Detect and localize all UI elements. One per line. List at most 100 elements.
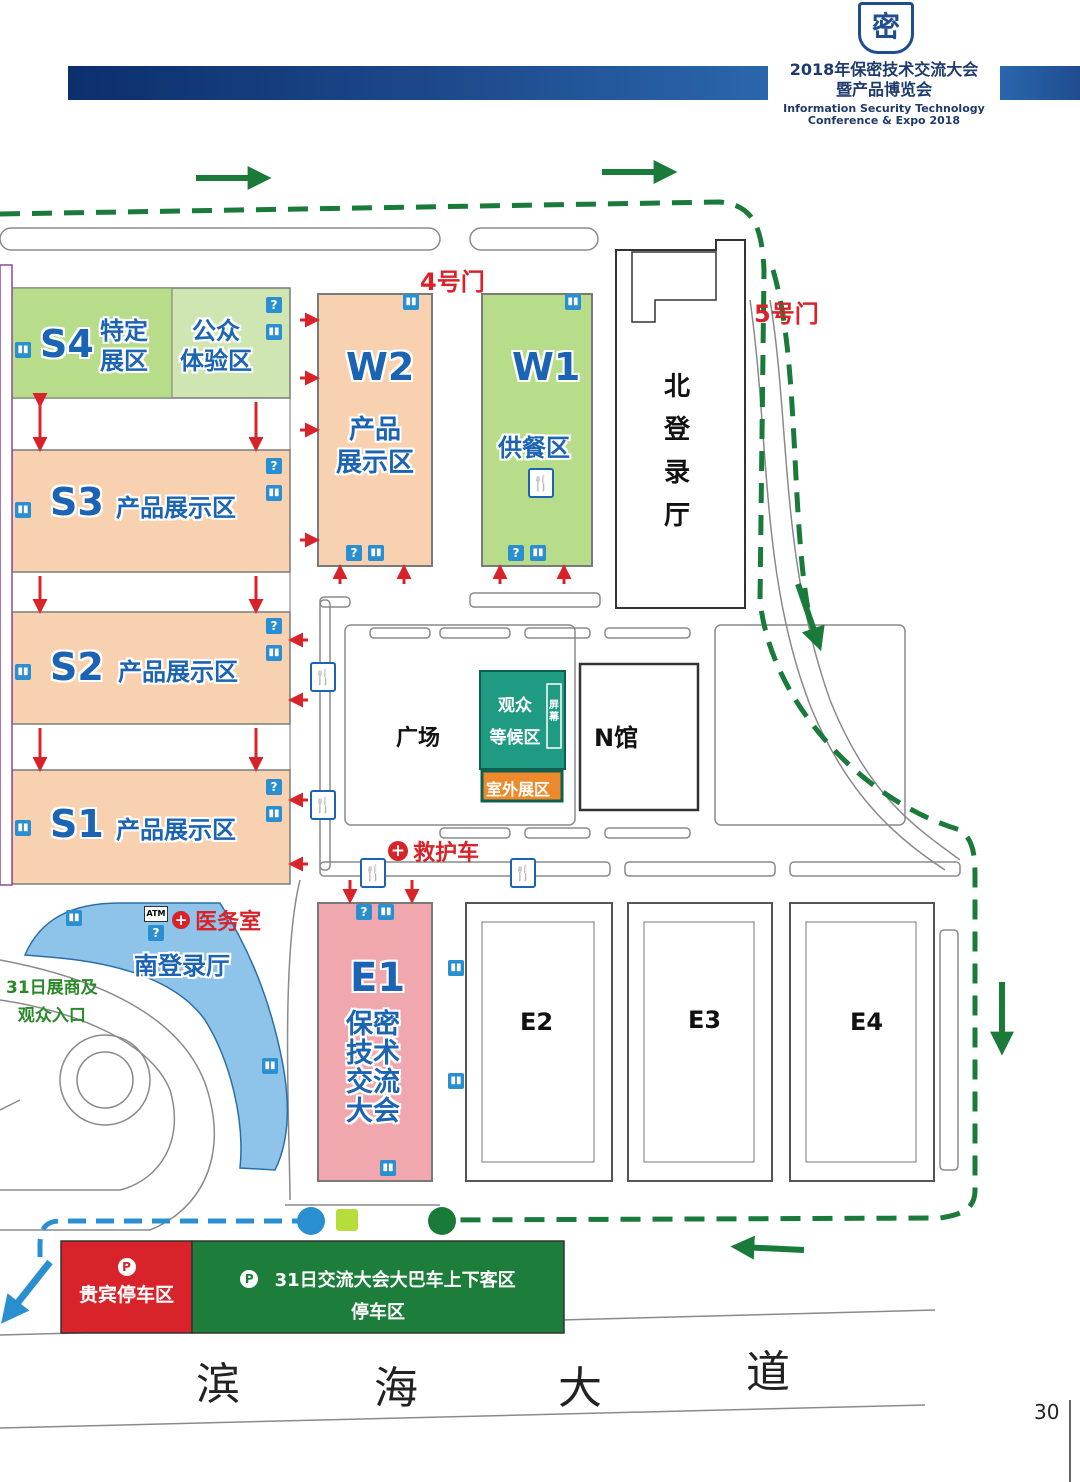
w1-food-icon: 🍴 [528,468,554,498]
n-hall [578,662,700,812]
south-registration-hall [23,902,289,1171]
blue-route-dot [297,1207,325,1235]
w1-hall [481,293,593,567]
north-registration-label: 北 登 录 厅 [664,372,691,531]
atm-label: ATM [146,909,166,918]
gate5-label: 5号门 [754,300,819,328]
north-registration-building [615,239,746,609]
restroom-icon: ▮▮ [266,324,282,340]
info-icon: ? [266,297,282,313]
screen-label: 屏幕 [549,700,559,723]
stadium-area [0,959,216,1231]
w1-code: W1 [512,345,581,389]
w1-zone: 供餐区 [498,434,570,462]
s1-code: S1 [50,802,104,846]
bus-parking-area [191,1240,565,1334]
medical-label: 医务室 [195,910,262,935]
page-number: 30 [1034,1400,1060,1424]
parking-icon: P [117,1258,136,1276]
blue-route [37,1218,310,1260]
road-char-1: 滨 [196,1359,240,1410]
restroom-icon: ▮▮ [448,960,464,976]
logo: 密 [858,2,914,54]
restroom-icon: ▮▮ [380,1160,396,1176]
restroom-icon: ▮▮ [15,502,31,518]
atm-icon: ATM [144,906,168,922]
logo-glyph: 密 [871,10,900,43]
food-icon: 🍴 [310,790,336,820]
w2-zone: 产品 展示区 [336,415,415,478]
s4-code: S4 [40,322,94,366]
w2-hall [317,293,433,567]
road-char-4: 道 [746,1347,790,1398]
bus-icon [336,1209,358,1231]
info-icon: ? [266,618,282,634]
n-hall-code: N馆 [594,724,639,752]
bus-parking-label-2: 停车区 [351,1302,405,1323]
exhibitor-entrance-label: 31日展商及 观众入口 [6,978,98,1026]
parking-symbol: P [244,1272,254,1286]
parking-icon: P [240,1270,259,1288]
food-icon: 🍴 [310,662,336,692]
info-icon: ? [508,545,524,561]
header-title-en-2: Conference & Expo 2018 [807,114,961,127]
vip-parking: P 贵宾停车区 [61,1258,192,1307]
s3-code: S3 [50,480,104,524]
road-char-2: 海 [374,1363,418,1414]
waiting-area-label: 观众 等候区 [489,696,541,748]
cross-icon: + [172,911,190,929]
ambulance-label: 救护车 [413,841,480,866]
restroom-icon: ▮▮ [378,904,394,920]
restroom-icon: ▮▮ [15,664,31,680]
s4-zone-a: 特定 展区 [100,317,148,375]
bus-parking-title: P 31日交流大会大巴车上下客区 [192,1266,564,1292]
s3-zone: 产品展示区 [116,494,236,522]
restroom-icon: ▮▮ [565,294,581,310]
restroom-icon: ▮▮ [448,1073,464,1089]
header-title: 2018年保密技术交流大会 暨产品博览会 Information Securit… [770,60,998,127]
gate4-label: 4号门 [420,268,485,296]
green-route-dot [428,1207,456,1235]
restroom-icon: ▮▮ [530,545,546,561]
w2-code: W2 [346,345,415,389]
restroom-icon: ▮▮ [262,1058,278,1074]
restroom-icon: ▮▮ [15,820,31,836]
e1-hall [317,902,433,1182]
outdoor-exhibit [480,769,564,803]
info-icon: ? [266,458,282,474]
cross-icon: + [388,841,408,861]
e4-hall [789,902,935,1182]
bus-parking: P 31日交流大会大巴车上下客区 停车区 [192,1266,564,1324]
header-bar-right [1000,66,1080,100]
e3-hall [627,902,773,1182]
food-icon: 🍴 [510,858,536,888]
restroom-icon: ▮▮ [403,294,419,310]
screen-box [546,683,562,749]
s2-hall [11,611,291,725]
plaza-label: 广场 [396,726,441,751]
restroom-icon: ▮▮ [66,910,82,926]
e1-code: E1 [350,955,406,1001]
s1-hall [11,769,291,885]
e4-code: E4 [850,1008,884,1036]
header-title-cn-2: 暨产品博览会 [835,80,932,99]
parking-symbol: P [122,1260,131,1274]
green-route [0,199,978,1223]
info-icon: ? [148,925,164,941]
e2-code: E2 [520,1008,554,1036]
e2-hall [465,902,613,1182]
restroom-icon: ▮▮ [266,485,282,501]
vip-parking-area [60,1240,193,1334]
outdoor-label: 室外展区 [486,780,551,799]
e1-zone: 保密 技术 交流 大会 [346,1009,400,1127]
header-title-en-1: Information Security Technology [783,102,985,115]
s4-zone-b: 公众 体验区 [180,317,252,375]
road-char-3: 大 [558,1363,602,1414]
s1-zone: 产品展示区 [116,816,236,844]
medical-marker: + 医务室 [172,904,261,936]
restroom-icon: ▮▮ [15,342,31,358]
bus-parking-label-1: 31日交流大会大巴车上下客区 [274,1270,516,1291]
e3-code: E3 [688,1006,722,1034]
plaza-blocks [319,592,961,1171]
